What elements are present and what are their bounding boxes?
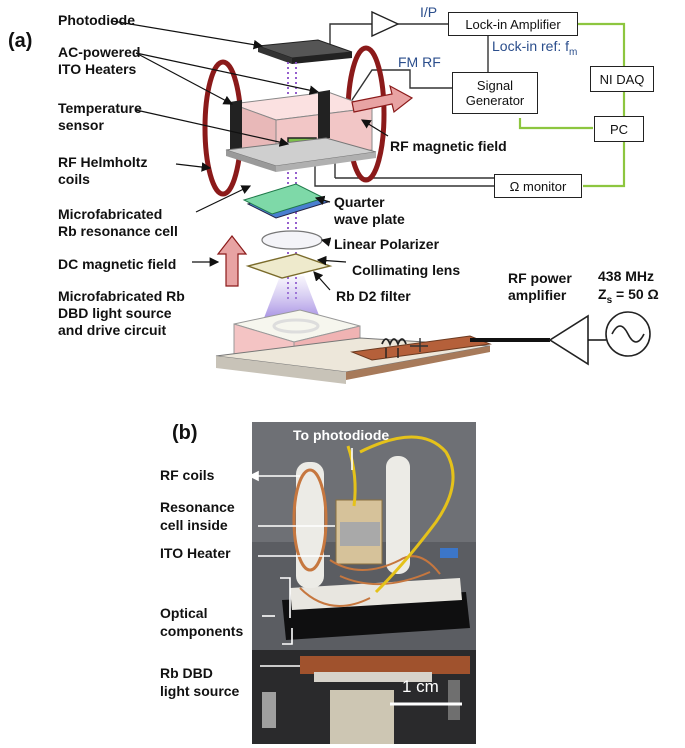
photo-label-resonance-cell: Resonance cell inside: [160, 499, 235, 533]
label-quarter-wave: Quarter wave plate: [334, 194, 405, 227]
photo-label-to-photodiode: To photodiode: [293, 427, 390, 443]
label-ip-signal: I/P: [420, 4, 438, 20]
quarter-wave-plate: [242, 183, 330, 219]
label-rf-field: RF magnetic field: [390, 138, 507, 154]
rf-field-arrow: [351, 84, 414, 114]
label-lockin-ref: Lock-in ref: fm: [492, 38, 578, 58]
label-d2-filter: Rb D2 filter: [336, 288, 411, 304]
photo-label-rf-coils: RF coils: [160, 467, 215, 483]
label-photodiode: Photodiode: [58, 12, 135, 28]
panel-a-letter: (a): [8, 30, 33, 52]
drive-pcb: [215, 335, 492, 384]
linear-polarizer: [261, 230, 323, 250]
d2-filter: [245, 253, 333, 279]
signal-generator-box: Signal Generator: [452, 72, 538, 114]
label-leader-lines: [111, 20, 389, 291]
photo-leader-lines: [249, 448, 462, 706]
sine-icon: [611, 325, 645, 343]
photodiode-plate: [257, 39, 353, 64]
preamp-triangle: [371, 10, 400, 38]
label-resonance-cell: Microfabricated Rb resonance cell: [58, 206, 178, 239]
label-ito-heaters: AC-powered ITO Heaters: [58, 44, 141, 77]
signal-wiring: [314, 22, 626, 188]
label-temperature-sensor: Temperature sensor: [58, 100, 142, 133]
dc-field-arrow: [216, 235, 248, 287]
scale-bar-label: 1 cm: [402, 677, 439, 696]
lockin-amplifier-box: Lock-in Amplifier: [448, 12, 578, 36]
photo-label-ito-heater: ITO Heater: [160, 545, 231, 561]
label-fm-rf: FM RF: [398, 54, 441, 70]
label-impedance: Zs = 50 Ω: [598, 286, 659, 306]
photograph: [252, 422, 476, 744]
label-frequency: 438 MHz: [598, 268, 655, 284]
label-rf-amplifier: RF power amplifier: [508, 270, 572, 303]
label-collimating-lens: Collimating lens: [352, 262, 461, 278]
ni-daq-box: NI DAQ: [590, 66, 654, 92]
lamp-glow: [264, 276, 320, 318]
rf-amplifier-triangle: [548, 314, 589, 366]
label-dc-field: DC magnetic field: [58, 256, 177, 272]
photo-label-optical-components: Optical components: [160, 605, 244, 639]
label-helmholtz-coils: RF Helmholtz coils: [58, 154, 148, 187]
photo-label-dbd-light-source: Rb DBD light source: [160, 665, 240, 699]
resonance-cell-stack: [225, 90, 377, 172]
label-polarizer: Linear Polarizer: [334, 236, 440, 252]
label-light-source: Microfabricated Rb DBD light source and …: [58, 288, 185, 338]
ohm-monitor-box: Ω monitor: [494, 174, 582, 198]
pc-box: PC: [594, 116, 644, 142]
panel-b-letter: (b): [172, 422, 198, 444]
